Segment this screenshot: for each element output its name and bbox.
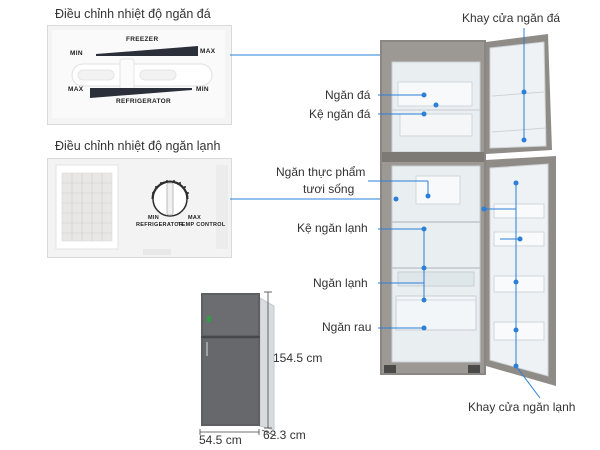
fridge-control-title: Điều chỉnh nhiệt độ ngăn lạnh	[55, 139, 221, 153]
freezer-control-title: Điều chỉnh nhiệt độ ngăn đá	[55, 7, 211, 21]
freezer-min-label: MIN	[70, 50, 83, 57]
callout-ke-ngan-da: Kệ ngăn đá	[309, 107, 371, 121]
callout-ke-ngan-lanh: Kệ ngăn lạnh	[297, 221, 368, 235]
dimension-height: 154.5 cm	[273, 351, 323, 365]
freezer-slider-graphic	[71, 46, 213, 98]
refrigerator-label: REFRIGERATOR	[116, 98, 171, 105]
refrigerator-max-label: MAX	[68, 86, 84, 93]
dial-max-label: MAX	[188, 215, 202, 221]
fridge-dial-graphic	[48, 159, 231, 257]
freezer-label: FREEZER	[126, 36, 159, 43]
freezer-control-panel: FREEZER MIN MAX MAX MIN REFRIGERATOR	[47, 25, 232, 125]
callout-ngan-da: Ngăn đá	[325, 88, 371, 102]
dimension-width: 54.5 cm	[199, 433, 242, 447]
dial-min-label: MIN	[148, 215, 159, 221]
dial-refrigerator-label: REFRIGERATOR	[136, 222, 184, 228]
callout-ngan-thuc-pham-line1: Ngăn thực phẩm	[276, 165, 366, 179]
fridge-control-panel: MIN MAX REFRIGERATOR TEMP CONTROL	[47, 158, 232, 258]
dimension-depth: 62.3 cm	[263, 428, 306, 442]
callout-ngan-thuc-pham-line2: tươi sống	[303, 182, 355, 196]
callout-khay-cua-ngan-da: Khay cửa ngăn đá	[462, 11, 561, 25]
callout-ngan-lanh: Ngăn lạnh	[313, 276, 368, 290]
dial-temp-control-label: TEMP CONTROL	[178, 222, 226, 228]
callout-khay-cua-ngan-lanh: Khay cửa ngăn lạnh	[468, 400, 576, 414]
refrigerator-min-label: MIN	[196, 86, 209, 93]
callout-ngan-rau: Ngăn rau	[322, 320, 372, 334]
freezer-max-label: MAX	[200, 48, 216, 55]
